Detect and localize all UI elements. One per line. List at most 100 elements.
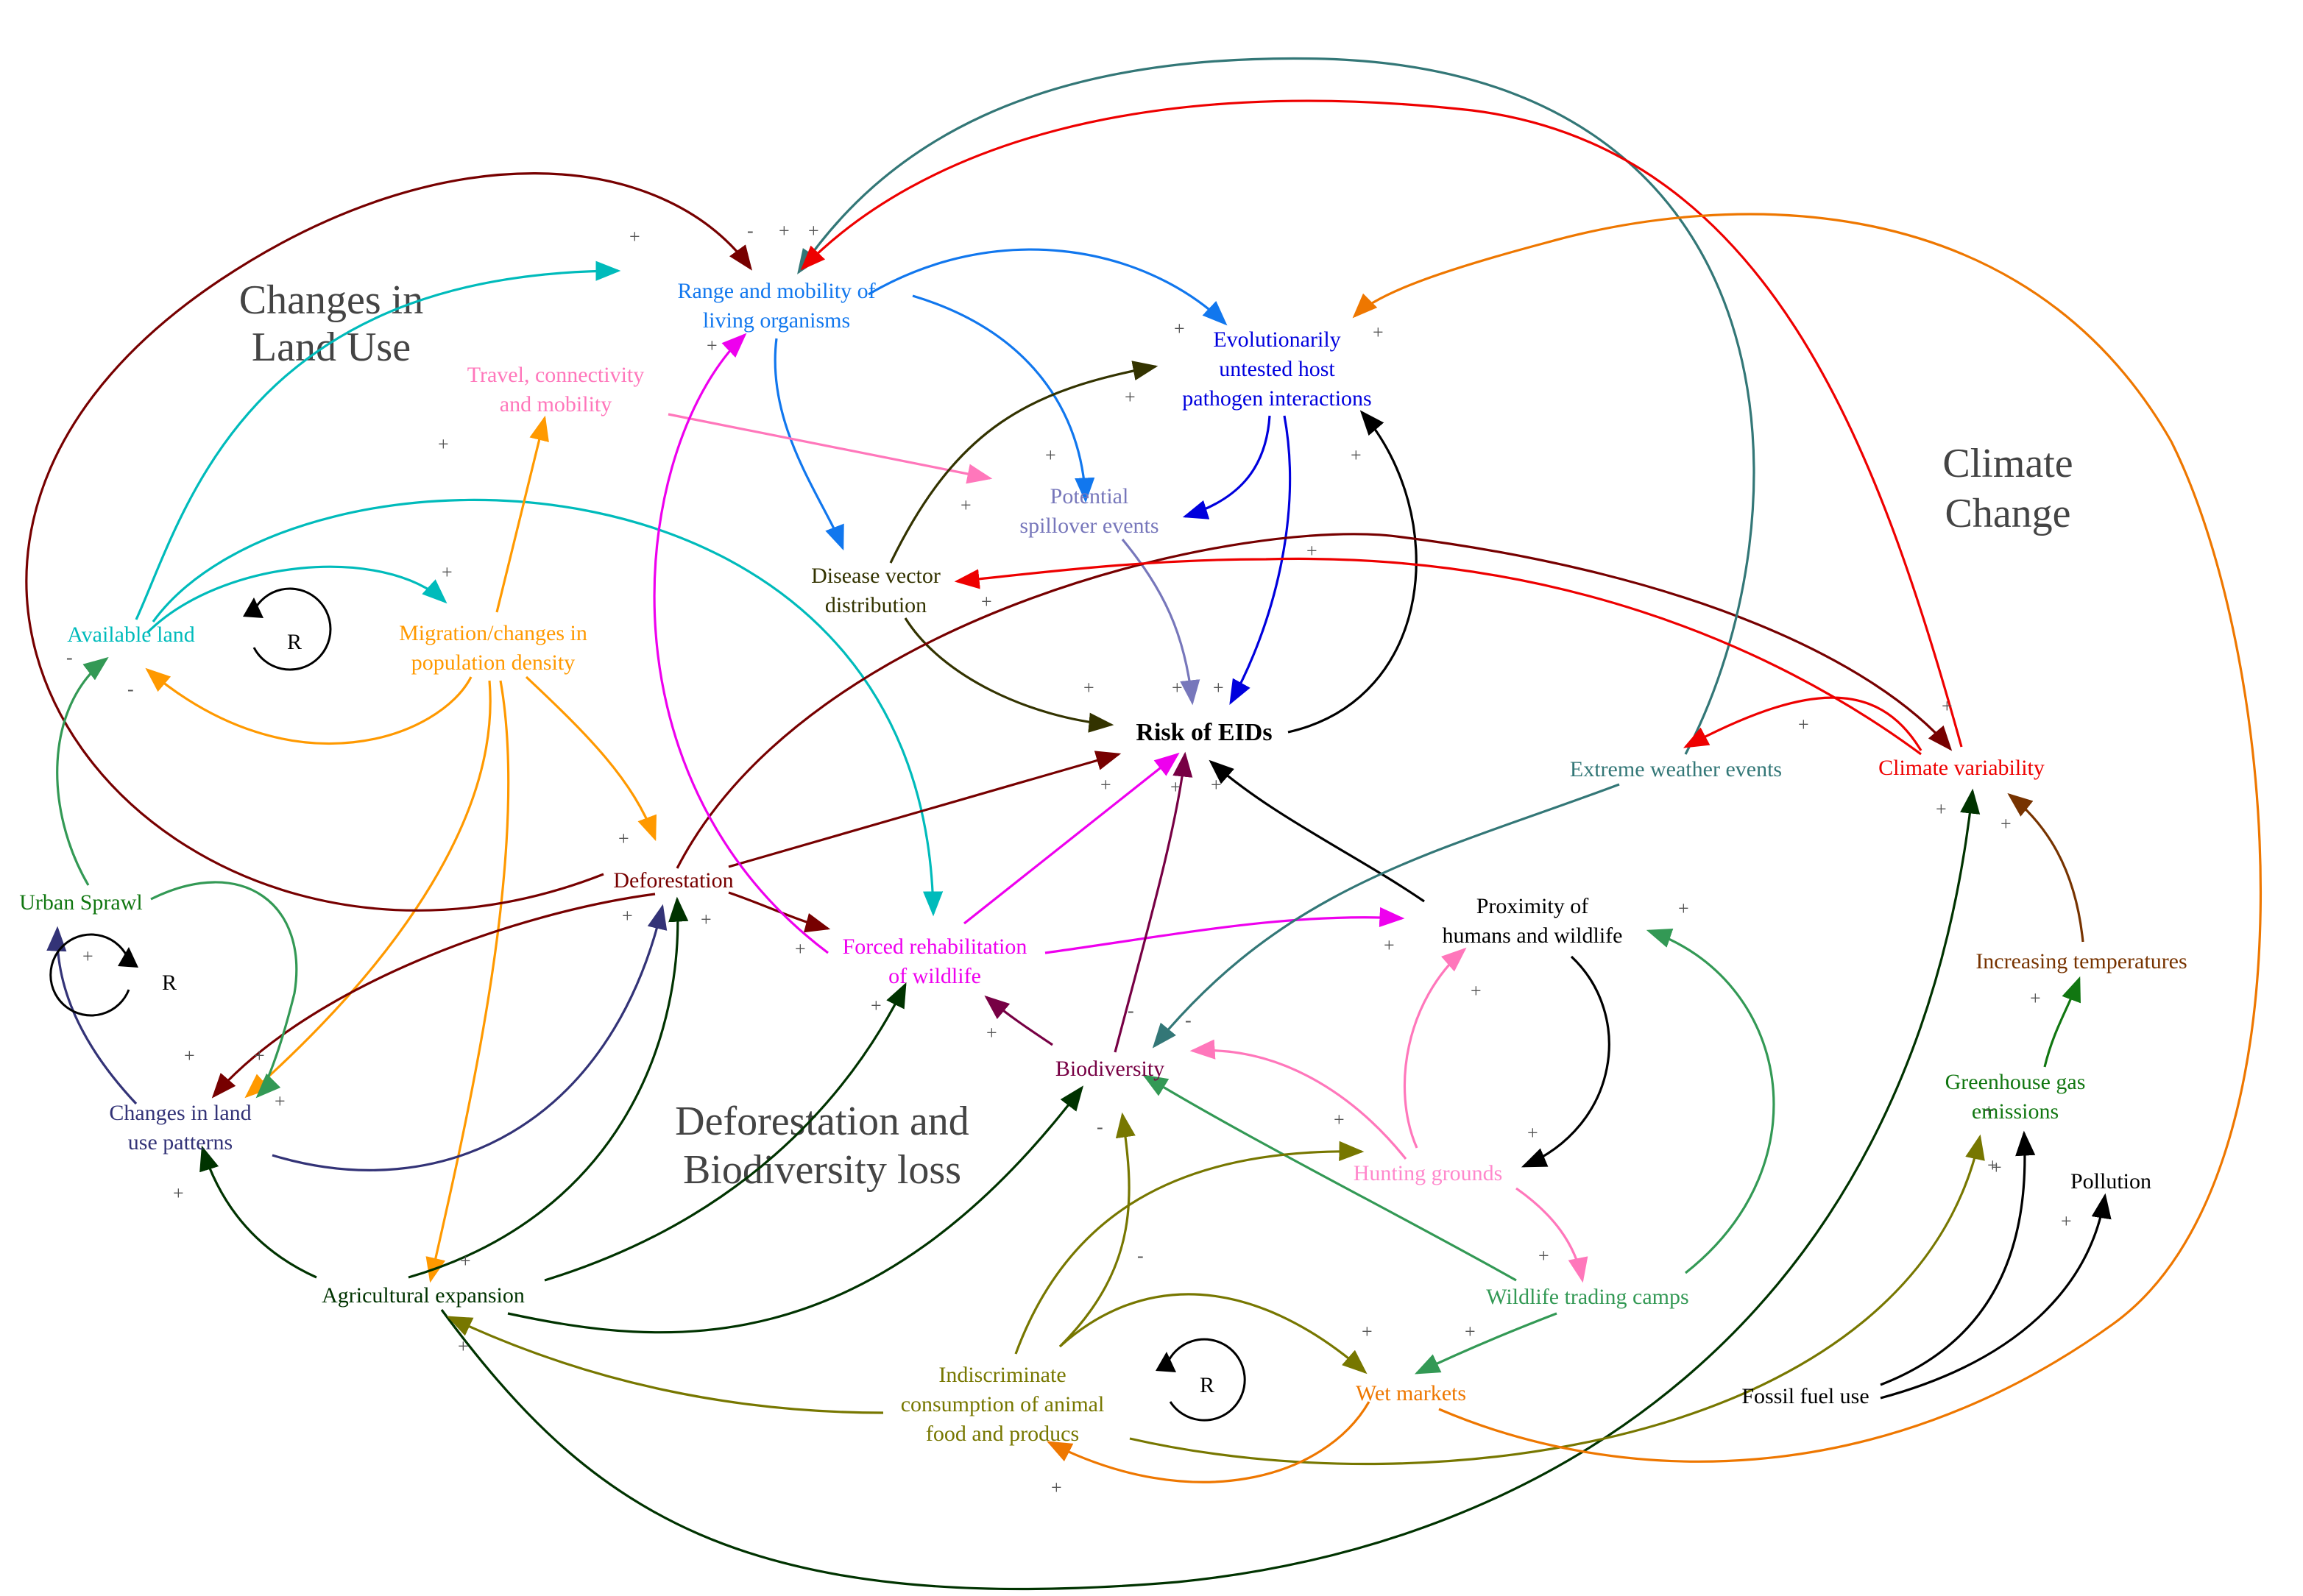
sign-plus: + — [184, 1045, 195, 1066]
sign-plus: + — [1936, 798, 1947, 820]
title-land-use-line-1: Changes in — [239, 277, 423, 323]
edge-risk-to-evolution — [1287, 410, 1418, 734]
node-greenhouse-line-1: Greenhouse gas — [1945, 1070, 2086, 1094]
node-changes-land-line-2: use patterns — [128, 1130, 233, 1155]
edge-indiscriminate-to-biodiversity — [1058, 1112, 1136, 1348]
edge-indiscriminate-to-greenhouse — [1129, 1134, 1985, 1466]
loop-r-wet-markets: R — [1156, 1338, 1246, 1422]
edge-range-to-vector — [774, 338, 844, 551]
sign-plus: + — [1083, 677, 1094, 698]
loop-label-3: R — [1200, 1373, 1214, 1397]
edge-range-to-evolution — [868, 248, 1228, 326]
node-proximity-line-1: Proximity of — [1476, 894, 1589, 918]
edge-deforestation-to-climate — [676, 533, 1953, 869]
node-travel-line-2: and mobility — [500, 392, 612, 416]
edge-wet-markets-to-indiscriminate — [1046, 1401, 1370, 1483]
sign-plus: + — [173, 1182, 184, 1204]
edge-vector-to-risk — [904, 617, 1114, 733]
edge-climate-to-extreme-weather — [1683, 696, 1922, 751]
loop-r-urban: R — [49, 933, 177, 1017]
sign-minus: - — [66, 647, 73, 668]
sign-plus: + — [458, 1336, 469, 1357]
edge-evolution-to-spillover — [1182, 415, 1271, 519]
sign-plus: + — [1172, 677, 1183, 698]
title-land-use-line-2: Land Use — [252, 324, 411, 370]
node-urban-sprawl: Urban Sprawl — [19, 890, 142, 915]
sign-minus: - — [747, 220, 754, 241]
nodes: Risk of EIDs Range and mobility of livin… — [19, 279, 2187, 1446]
node-available-land: Available land — [67, 623, 195, 647]
sign-plus: + — [2000, 813, 2012, 834]
edge-indiscriminate-to-agri — [446, 1316, 884, 1414]
node-deforestation: Deforestation — [613, 868, 733, 893]
edge-hunting-to-proximity — [1403, 947, 1467, 1149]
node-changes-land-line-1: Changes in land — [109, 1101, 251, 1125]
edge-proximity-to-hunting — [1521, 955, 1610, 1168]
sign-plus: + — [1465, 1321, 1476, 1342]
sign-plus: + — [618, 828, 629, 849]
node-migration-line-2: population density — [411, 650, 575, 675]
edge-deforestation-to-risk — [728, 751, 1122, 868]
sign-plus: + — [2030, 987, 2041, 1009]
node-extreme-weather: Extreme weather events — [1570, 757, 1782, 781]
loop-r-land-use: R — [243, 587, 332, 671]
sign-plus: + — [1384, 934, 1395, 956]
edge-wildlife-trading-to-wet-markets — [1414, 1312, 1557, 1375]
edge-migration-to-agri — [425, 680, 510, 1283]
node-range-line-2: living organisms — [703, 308, 850, 333]
sign-plus: + — [701, 909, 712, 930]
sign-plus: + — [986, 1022, 997, 1043]
sign-plus: + — [808, 220, 819, 241]
node-evolution-line-3: pathogen interactions — [1182, 386, 1371, 411]
sign-plus: + — [1174, 318, 1185, 339]
sign-plus: + — [1334, 1109, 1345, 1130]
sign-plus: + — [1306, 540, 1317, 561]
edge-climate-to-vector — [954, 557, 1922, 756]
edge-biodiversity-to-risk — [1114, 751, 1193, 1053]
loop-label-2: R — [162, 971, 177, 995]
edge-indiscriminate-to-hunting — [1014, 1141, 1365, 1355]
edge-forced-rehab-to-range — [653, 333, 829, 954]
node-temperatures: Increasing temperatures — [1975, 949, 2187, 973]
edge-deforestation-to-range — [25, 172, 753, 912]
sign-plus: + — [1942, 695, 1953, 717]
node-agri: Agricultural expansion — [322, 1283, 525, 1308]
node-evolution-line-1: Evolutionarily — [1213, 327, 1340, 352]
title-deforestation-line-2: Biodiversity loss — [683, 1147, 961, 1193]
edge-available-land-to-range — [135, 260, 621, 620]
edge-fossil-to-greenhouse — [1880, 1130, 2036, 1386]
sign-plus: + — [82, 946, 93, 967]
sign-plus: + — [1211, 774, 1222, 795]
node-migration-line-1: Migration/changes in — [399, 621, 587, 645]
node-greenhouse-line-2: emissions — [1972, 1099, 2059, 1124]
edge-extreme-weather-to-biodiversity — [1152, 783, 1620, 1049]
sign-plus: + — [275, 1090, 286, 1112]
edge-agri-to-climate — [440, 788, 1981, 1591]
edge-available-land-to-migration — [146, 565, 447, 634]
edge-agri-to-changes-land — [199, 1145, 317, 1279]
edge-hunting-to-wildlife-trading — [1515, 1187, 1588, 1283]
node-spillover-line-2: spillover events — [1019, 514, 1158, 538]
sign-plus: + — [438, 433, 449, 455]
edge-migration-to-deforestation — [525, 675, 657, 842]
node-wildlife-trading: Wildlife trading camps — [1486, 1285, 1688, 1309]
sign-plus: + — [2061, 1210, 2072, 1232]
sign-plus: + — [1678, 898, 1689, 919]
node-spillover-line-1: Potential — [1050, 484, 1129, 508]
node-forced-rehab-line-2: of wildlife — [888, 964, 981, 988]
node-indiscriminate-line-2: consumption of animal — [901, 1392, 1105, 1416]
sign-plus: + — [1170, 776, 1181, 798]
edge-extreme-weather-to-range — [797, 57, 1755, 755]
title-deforestation-line-1: Deforestation and — [675, 1099, 969, 1144]
edge-wildlife-trading-to-biodiversity — [1142, 1074, 1517, 1282]
node-vector-line-1: Disease vector — [811, 564, 941, 588]
edge-hunting-to-biodiversity — [1189, 1039, 1407, 1160]
edges — [25, 57, 2262, 1591]
edge-evolution-to-risk — [1229, 415, 1292, 705]
edge-migration-to-changes-land — [244, 680, 492, 1099]
sign-plus: + — [1100, 774, 1111, 795]
node-proximity-line-2: humans and wildlife — [1443, 923, 1623, 948]
node-climate-variability: Climate variability — [1878, 756, 2045, 780]
sign-plus: + — [871, 995, 882, 1016]
sign-plus: + — [1362, 1321, 1373, 1342]
